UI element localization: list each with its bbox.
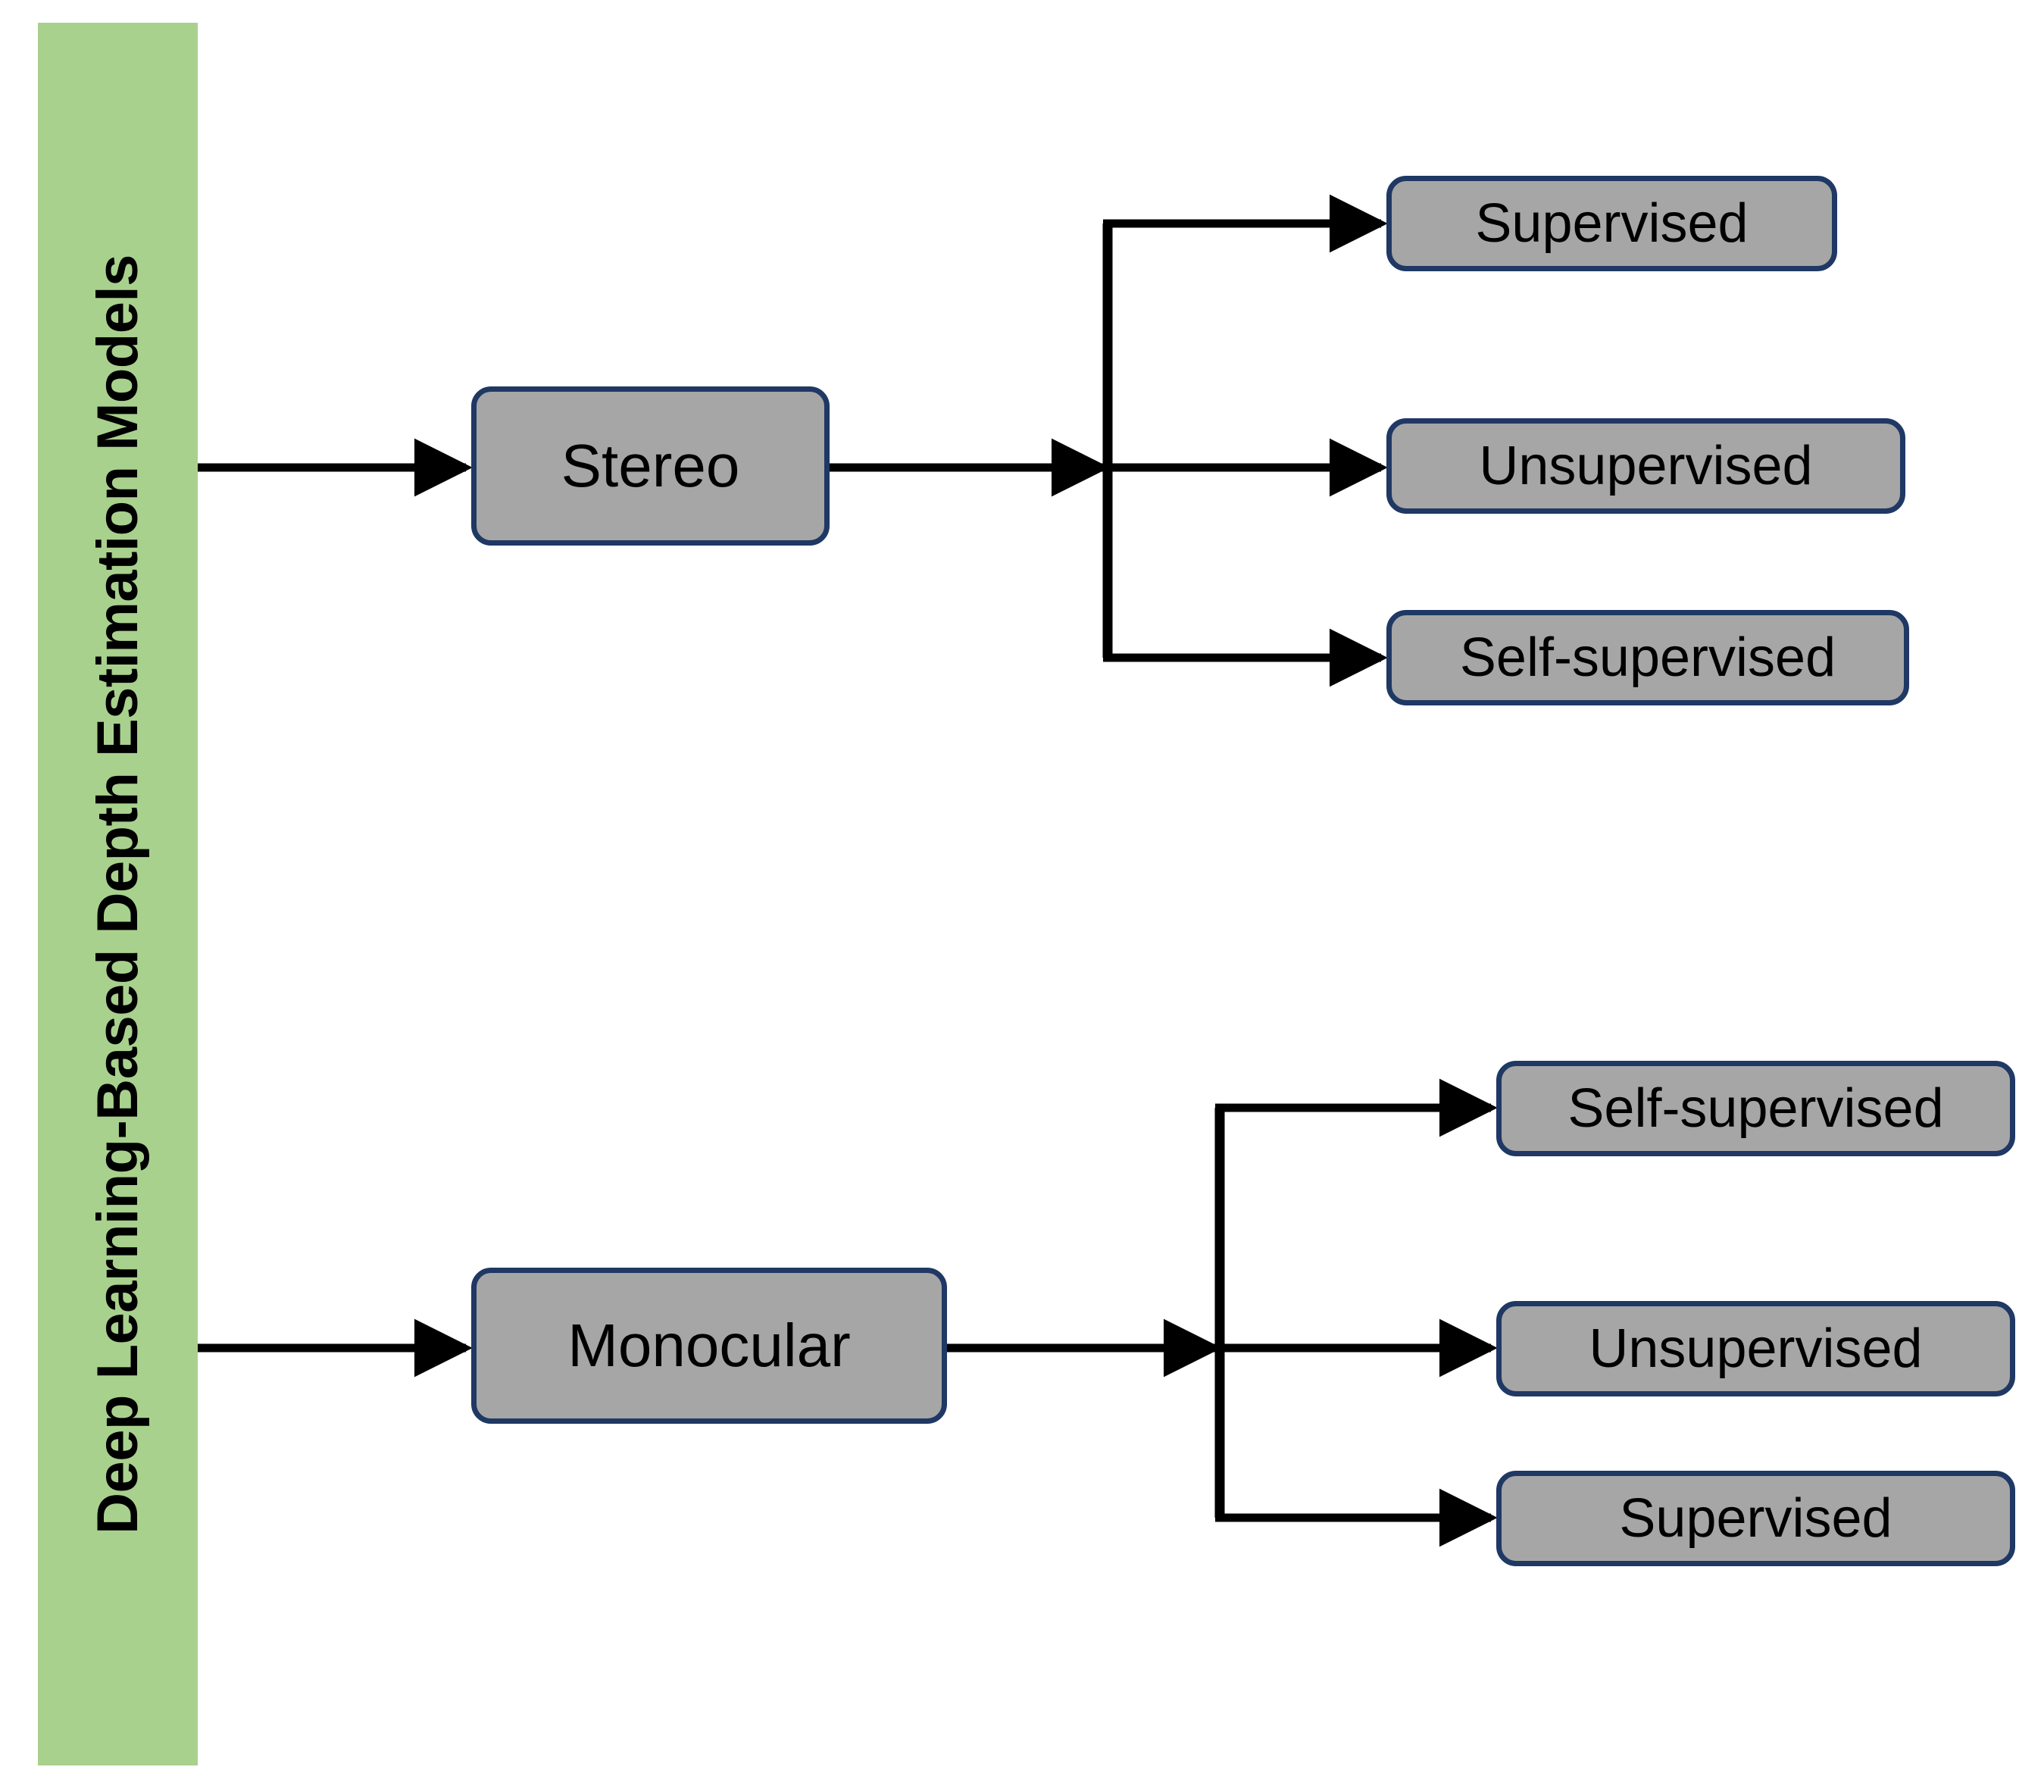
sidebar-title-band: Deep Learning-Based Depth Estimation Mod…	[38, 23, 198, 1765]
sidebar-title-label: Deep Learning-Based Depth Estimation Mod…	[86, 254, 151, 1534]
node-monocular-supervised[interactable]: Supervised	[1496, 1471, 2015, 1566]
node-stereo-label: Stereo	[561, 432, 740, 499]
node-monocular-unsupervised[interactable]: Unsupervised	[1496, 1301, 2015, 1396]
node-monocular[interactable]: Monocular	[471, 1268, 947, 1424]
node-monocular-unsupervised-label: Unsupervised	[1589, 1318, 1923, 1379]
node-stereo-supervised-label: Supervised	[1475, 193, 1749, 254]
node-monocular-self-supervised[interactable]: Self-supervised	[1496, 1061, 2015, 1156]
node-stereo-unsupervised-label: Unsupervised	[1479, 436, 1813, 496]
node-stereo-self-supervised[interactable]: Self-supervised	[1386, 610, 1909, 705]
node-monocular-self-supervised-label: Self-supervised	[1567, 1078, 1944, 1139]
node-stereo-self-supervised-label: Self-supervised	[1459, 627, 1836, 688]
node-stereo-supervised[interactable]: Supervised	[1386, 176, 1837, 271]
node-stereo-unsupervised[interactable]: Unsupervised	[1386, 418, 1905, 514]
node-monocular-label: Monocular	[567, 1312, 851, 1379]
node-monocular-supervised-label: Supervised	[1619, 1488, 1892, 1549]
node-stereo[interactable]: Stereo	[471, 386, 830, 546]
